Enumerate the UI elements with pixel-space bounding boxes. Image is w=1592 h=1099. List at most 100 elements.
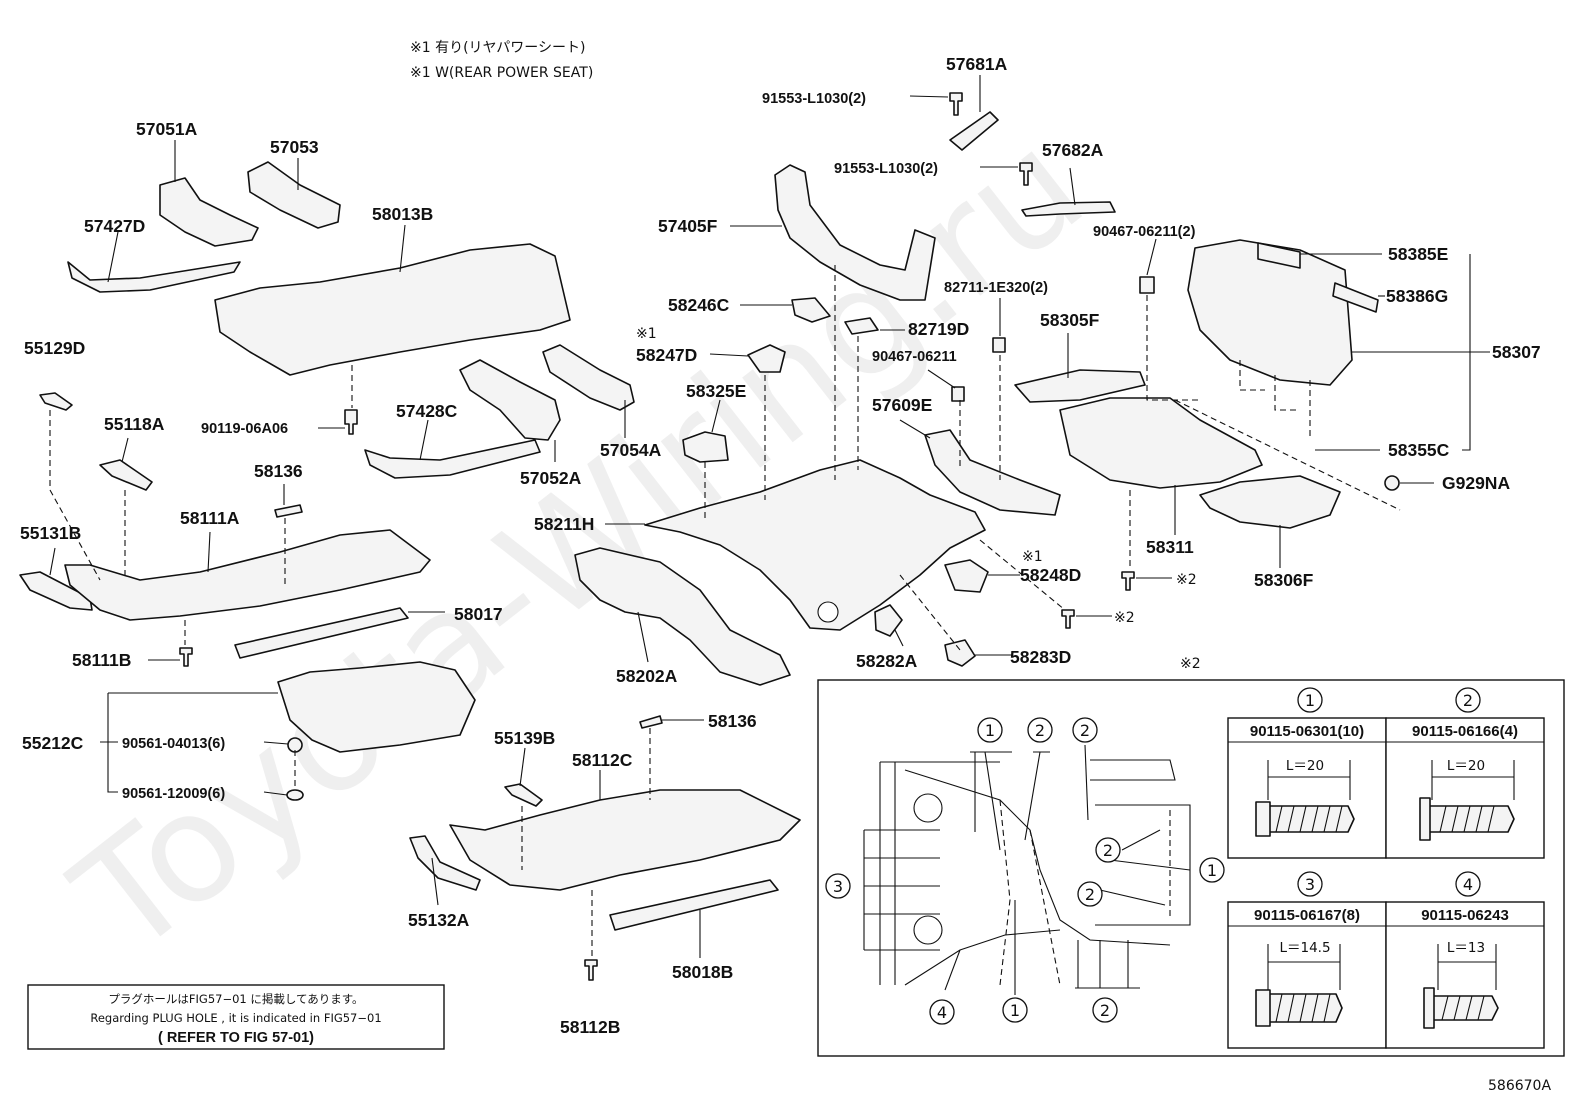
part-55212c-shape <box>277 661 476 753</box>
bolt-3-number: 3 <box>1305 875 1315 894</box>
clip-82711 <box>992 337 1006 353</box>
part-57428c-shape <box>364 439 541 479</box>
bolt-3-drawing <box>1255 989 1343 1027</box>
part-58017-shape <box>234 607 409 659</box>
part-57052a-shape <box>459 359 561 441</box>
note-rear-power-seat-en: ※1 W(REAR POWER SEAT) <box>410 65 593 81</box>
part-57405f-shape <box>774 164 936 301</box>
label-58306f: 58306F <box>1254 570 1314 590</box>
bolt-4-number-circle <box>1455 871 1481 897</box>
inset-callout-2-bottom-text: 2 <box>1100 1001 1110 1020</box>
part-57053-shape <box>247 161 341 229</box>
label-58112b: 58112B <box>560 1017 620 1037</box>
inset-hole-upper <box>913 793 943 823</box>
bolt-table: 1 2 90115-06301(10) 90115-06166(4) L＝20 … <box>1227 687 1545 1049</box>
label-57428c: 57428C <box>396 401 458 421</box>
bolt-2-number: 2 <box>1463 691 1473 710</box>
label-58017: 58017 <box>454 604 503 624</box>
label-58202a: 58202A <box>616 666 678 686</box>
clip-90467 <box>951 386 965 402</box>
bolt-1-part-number: 90115-06301(10) <box>1250 723 1364 740</box>
bolt-3-number-circle <box>1297 871 1323 897</box>
label-58111a: 58111A <box>180 508 240 528</box>
label-55118a: 55118A <box>104 414 165 434</box>
label-ref2-inset: ※2 <box>1180 656 1201 672</box>
label-58247d-mark: ※1 <box>636 326 657 342</box>
part-58247d-shape <box>747 344 786 373</box>
inset-callout-2-mid <box>1095 837 1121 863</box>
inset-callout-3-left-text: 3 <box>833 877 843 896</box>
bolt-58111b <box>179 647 193 667</box>
label-58013b: 58013B <box>372 204 433 224</box>
part-58013b-shape <box>214 243 571 376</box>
label-ref2-a: ※2 <box>1176 572 1197 588</box>
plug-g929na <box>1384 475 1400 491</box>
bolt-2-length: L＝20 <box>1447 758 1485 774</box>
inset-callout-1-top <box>977 717 1003 743</box>
label-57682a: 57682A <box>1042 140 1104 160</box>
bolt-2-part-number: 90115-06166(4) <box>1412 723 1518 740</box>
part-shapes <box>19 92 1400 981</box>
label-57052a: 57052A <box>520 468 582 488</box>
part-58112c-shape <box>449 789 801 891</box>
bolt-4-part-number: 90115-06243 <box>1421 907 1509 924</box>
bolt-91553-b <box>1019 162 1033 186</box>
part-58386g-shape <box>1332 282 1379 313</box>
inset-callout-2-bottom <box>1092 997 1118 1023</box>
bolt-1-number: 1 <box>1305 691 1315 710</box>
part-labels: 57681A 91553-L1030(2) 91553-L1030(2) 576… <box>20 54 1541 1037</box>
bolt-91553-a <box>949 92 963 116</box>
label-58111b: 58111B <box>72 650 131 670</box>
plug-hole-note-en: Regarding PLUG HOLE , it is indicated in… <box>90 1011 381 1025</box>
label-58247d: 58247D <box>636 345 697 365</box>
inset-floor-plan <box>863 744 1191 995</box>
label-91553-l1030-lower: 91553-L1030(2) <box>834 161 938 177</box>
inset-callout-2-top-text: 2 <box>1035 721 1045 740</box>
inset-callout-1-bottom-text: 1 <box>1010 1001 1020 1020</box>
label-82711-1e320: 82711-1E320(2) <box>944 280 1048 296</box>
label-58386g: 58386G <box>1386 286 1448 306</box>
part-57051a-shape <box>159 177 259 247</box>
label-58305f: 58305F <box>1040 310 1100 330</box>
label-55129d: 55129D <box>24 338 85 358</box>
part-58305f-shape <box>1014 369 1146 403</box>
bolt-1-number-circle <box>1297 687 1323 713</box>
inset-callout-2-lower-text: 2 <box>1085 885 1095 904</box>
assembly-lines <box>49 265 1401 958</box>
bolt-3-part-number: 90115-06167(8) <box>1254 907 1360 924</box>
leader-lines <box>49 75 1490 958</box>
part-58282a-shape <box>874 604 903 637</box>
grommet-90561-12009 <box>286 789 304 801</box>
inset-callout-2-mid-text: 2 <box>1103 841 1113 860</box>
bolt-2-cell <box>1385 717 1545 859</box>
part-55139b-shape <box>504 783 543 807</box>
bolt-58112b <box>584 959 598 981</box>
bolt-ref2-b <box>1061 609 1075 629</box>
inset-callout-2-top <box>1027 717 1053 743</box>
bolt-2-number-circle <box>1455 687 1481 713</box>
label-58248d-mark: ※1 <box>1022 549 1043 565</box>
label-ref2-b: ※2 <box>1114 610 1135 626</box>
inset-detail: 1 2 2 2 1 3 2 4 1 2 1 2 <box>817 679 1565 1057</box>
label-90467-06211: 90467-06211 <box>872 349 957 365</box>
label-57054a: 57054A <box>600 440 662 460</box>
label-58307: 58307 <box>1492 342 1541 362</box>
label-57609e: 57609E <box>872 395 932 415</box>
part-58385e-shape <box>1257 242 1301 269</box>
part-58311-shape <box>1059 397 1263 489</box>
label-58248d: 58248D <box>1020 565 1081 585</box>
plug-hole-note-ref: ( REFER TO FIG 57-01) <box>158 1030 314 1046</box>
figure-id: 586670A <box>1488 1078 1551 1094</box>
part-58111a-shape <box>64 529 431 621</box>
inset-callout-1-bottom <box>1002 997 1028 1023</box>
label-58311: 58311 <box>1146 537 1194 557</box>
label-57681a: 57681A <box>946 54 1008 74</box>
part-58211h-hole <box>817 601 839 623</box>
label-58112c: 58112C <box>572 750 633 770</box>
inset-callouts: 1 2 2 2 1 3 2 4 1 2 <box>825 717 1225 1025</box>
label-58246c: 58246C <box>668 295 730 315</box>
label-55132a: 55132A <box>408 910 470 930</box>
part-58202a-shape <box>574 547 791 686</box>
label-58355c: 58355C <box>1388 440 1450 460</box>
